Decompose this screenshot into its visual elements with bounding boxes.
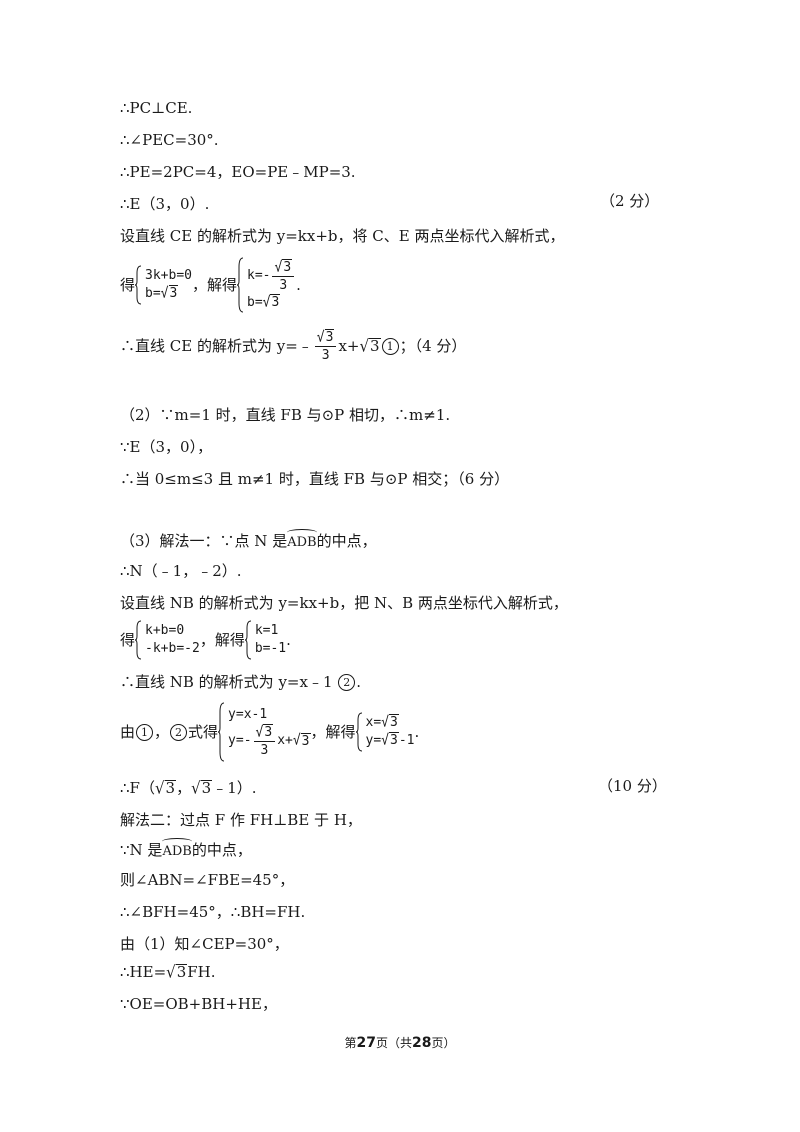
- line-he: ∴HE=√3FH.: [120, 962, 216, 982]
- brace-icon: [218, 702, 225, 762]
- line-angle-bfh: ∴∠BFH=45°，∴BH=FH.: [120, 903, 306, 921]
- page-footer: 第27页（共28页）: [344, 1035, 456, 1051]
- eq-neg-k-b: -k+b=-2: [145, 641, 200, 656]
- line-point-n: ∴N（﹣1，﹣2）.: [120, 562, 242, 580]
- line-pe-eo: ∴PE=2PC=4，EO=PE﹣MP=3.: [120, 163, 356, 181]
- sol-b-neg1: b=-1: [254, 641, 287, 656]
- brace-icon: [355, 712, 362, 752]
- page-number: 27: [356, 1035, 376, 1051]
- line-n-midpoint: ∵N 是ADB的中点，: [120, 838, 252, 862]
- line-part2-tangent: （2）∵m=1 时，直线 FB 与⊙P 相切，∴m≠1.: [120, 406, 451, 424]
- brace-icon: [244, 620, 251, 660]
- line-pc-perp-ce: ∴PC⊥CE.: [120, 99, 193, 117]
- eq-y-x-1: y=x-1: [228, 706, 268, 722]
- line-method2: 解法二：过点 F 作 FH⊥BE 于 H，: [120, 811, 362, 829]
- brace-icon: [135, 265, 142, 305]
- line-point-e: ∴E（3，0）.: [120, 195, 210, 213]
- line-angle-cep: 由（1）知∠CEP=30°，: [120, 935, 289, 953]
- line-set-nb: 设直线 NB 的解析式为 y=kx+b，把 N、B 两点坐标代入解析式，: [120, 594, 568, 612]
- line-part3-method1: （3）解法一：∵点 N 是ADB的中点，: [120, 529, 377, 553]
- equation-system-1: 3k+b=0 b=√3: [135, 265, 192, 305]
- line-angle-pec: ∴∠PEC=30°.: [120, 131, 219, 149]
- line-nb-result: ∴直线 NB 的解析式为 y=x﹣1 2.: [120, 673, 362, 691]
- eq-3k-b: 3k+b=0: [145, 268, 192, 283]
- text-solve: ，解得: [191, 276, 237, 294]
- sol-k-1: k=1: [254, 623, 279, 638]
- line-system-nb: 得 k+b=0 -k+b=-2 ，解得 k=1 b=-1 .: [120, 619, 291, 661]
- line-oe: ∵OE=OB+BH+HE，: [120, 995, 277, 1013]
- arc-adb: ADB: [162, 838, 193, 862]
- sol-y: y=√3-1: [365, 732, 415, 749]
- line-set-ce: 设直线 CE 的解析式为 y=kx+b，将 C、E 两点坐标代入解析式，: [120, 227, 565, 245]
- line-part2-e: ∵E（3，0），: [120, 438, 213, 456]
- eq-k-b: k+b=0: [145, 623, 185, 638]
- brace-icon: [135, 620, 142, 660]
- solution-system-3: x=√3 y=√3-1: [355, 712, 415, 752]
- brace-icon: [237, 257, 244, 313]
- solution-system-2: k=1 b=-1: [244, 620, 287, 660]
- circled-2: 2: [338, 673, 356, 691]
- line-point-f: ∴F（√3，√3﹣1）.: [120, 778, 257, 798]
- total-pages: 28: [412, 1035, 432, 1051]
- line-part2-intersect: ∴当 0≤m≤3 且 m≠1 时，直线 FB 与⊙P 相交；（6 分）: [120, 470, 510, 488]
- sol-b: b=√3: [247, 293, 281, 311]
- text-de: 得: [120, 276, 136, 294]
- circled-1: 1: [381, 337, 399, 355]
- sol-x: x=√3: [365, 714, 399, 731]
- line-angle-abn: 则∠ABN=∠FBE=45°，: [120, 871, 295, 889]
- score-10: （10 分）: [598, 777, 667, 795]
- eq-b-sqrt3: b=√3: [145, 285, 179, 302]
- arc-adb: ADB: [287, 529, 317, 553]
- circled-1: 1: [136, 723, 154, 741]
- circled-2: 2: [170, 723, 188, 741]
- score-2: （2 分）: [600, 192, 660, 210]
- equation-system-2: k+b=0 -k+b=-2: [135, 620, 200, 660]
